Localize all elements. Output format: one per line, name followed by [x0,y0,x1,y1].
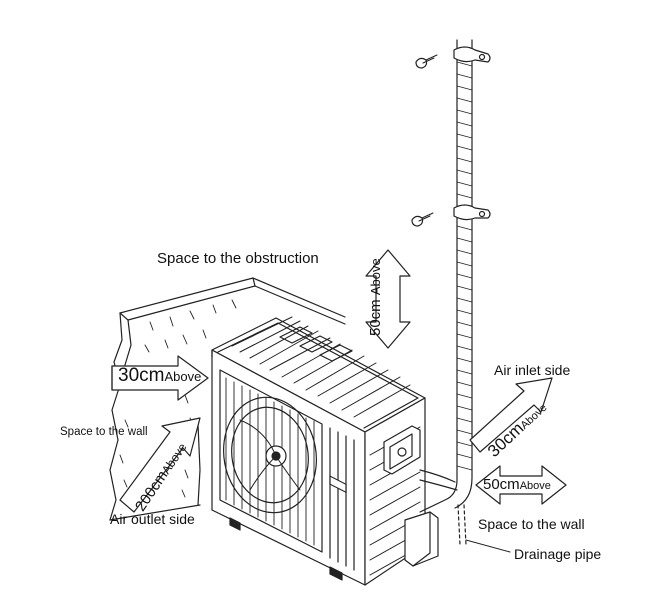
label-air-inlet-side: Air inlet side [494,362,571,378]
label-space-to-wall-right: Space to the wall [478,516,585,532]
clearance-top-suffix: Above [368,258,383,296]
arrow-right-50cm [475,465,567,505]
label-space-to-obstruction: Space to the obstruction [157,250,319,267]
clearance-left-suffix: Above [164,369,202,384]
clearance-left-value: 30cm [118,365,165,386]
clearance-right: 50cmAbove [483,476,551,493]
clearance-right-value: 50cm [483,476,520,493]
wall-pipe [404,39,511,567]
clearance-top: 50cm Above [367,258,384,336]
arrow-left-30cm [111,355,209,401]
clearance-right-suffix: Above [519,480,551,492]
arrow-front-200cm [119,417,201,513]
outdoor-unit [211,316,426,586]
clearance-left: 30cmAbove [118,365,201,387]
arrow-rear-30cm [469,377,553,453]
label-air-outlet-side: Air outlet side [110,511,195,527]
screw-icon [411,54,438,227]
clearance-top-value: 50cm [367,299,384,336]
arrow-top-50cm [365,249,411,349]
label-drainage-pipe: Drainage pipe [514,546,602,562]
label-space-to-wall-left: Space to the wall [60,426,148,438]
